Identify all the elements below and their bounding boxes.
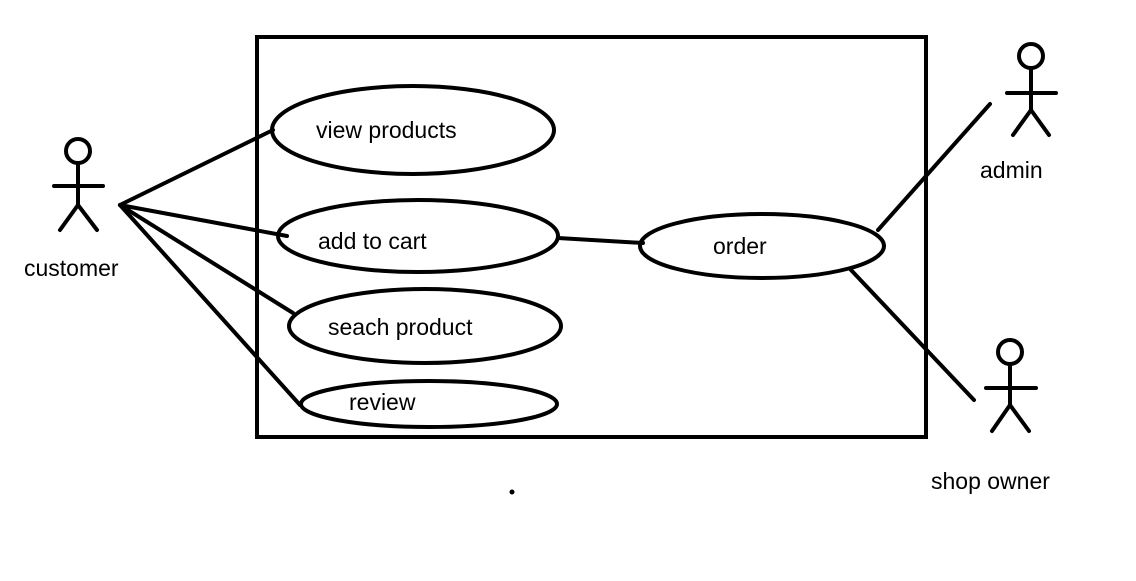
actor-leg-left	[58, 203, 80, 232]
actor-label: shop owner	[931, 468, 1050, 494]
actor-head	[1017, 42, 1045, 70]
actor-customer[interactable]: customer	[24, 137, 119, 281]
use-case-add-to-cart[interactable]: add to cart	[276, 198, 560, 274]
use-case-label: seach product	[328, 314, 473, 340]
associations	[118, 102, 992, 407]
actor-leg-left	[990, 403, 1012, 433]
system-boundary	[255, 35, 928, 439]
actor-label: admin	[980, 157, 1043, 183]
assoc-customer-search-product	[118, 203, 295, 315]
use-case-label: order	[713, 233, 767, 259]
assoc-customer-view-products	[118, 128, 275, 207]
use-case-label: review	[349, 389, 416, 415]
assoc-order-shop-owner	[849, 268, 976, 402]
use-case-view-products[interactable]: view products	[270, 84, 556, 176]
assoc-add-to-cart-order	[556, 236, 645, 245]
use-case-oval	[276, 198, 560, 274]
actor-head	[64, 137, 92, 165]
actor-leg-right	[1008, 403, 1031, 433]
stray-dot	[509, 489, 515, 495]
assoc-customer-add-to-cart	[118, 203, 289, 238]
use-case-oval	[638, 212, 886, 280]
use-case-oval	[270, 84, 556, 176]
use-case-oval	[299, 379, 559, 429]
assoc-customer-review	[118, 203, 302, 407]
actor-shop-owner[interactable]: shop owner	[931, 338, 1050, 494]
actor-admin[interactable]: admin	[980, 42, 1058, 183]
actor-leg-left	[1011, 108, 1033, 137]
actor-leg-right	[76, 203, 99, 232]
use-case-oval	[287, 287, 563, 365]
assoc-order-admin	[876, 102, 992, 232]
use-case-review[interactable]: review	[299, 379, 559, 429]
actor-label: customer	[24, 255, 119, 281]
use-case-label: view products	[316, 117, 457, 143]
use-case-search-product[interactable]: seach product	[287, 287, 563, 365]
use-case-order[interactable]: order	[638, 212, 886, 280]
actor-leg-right	[1029, 108, 1051, 137]
use-case-label: add to cart	[318, 228, 427, 254]
actor-head	[996, 338, 1024, 366]
